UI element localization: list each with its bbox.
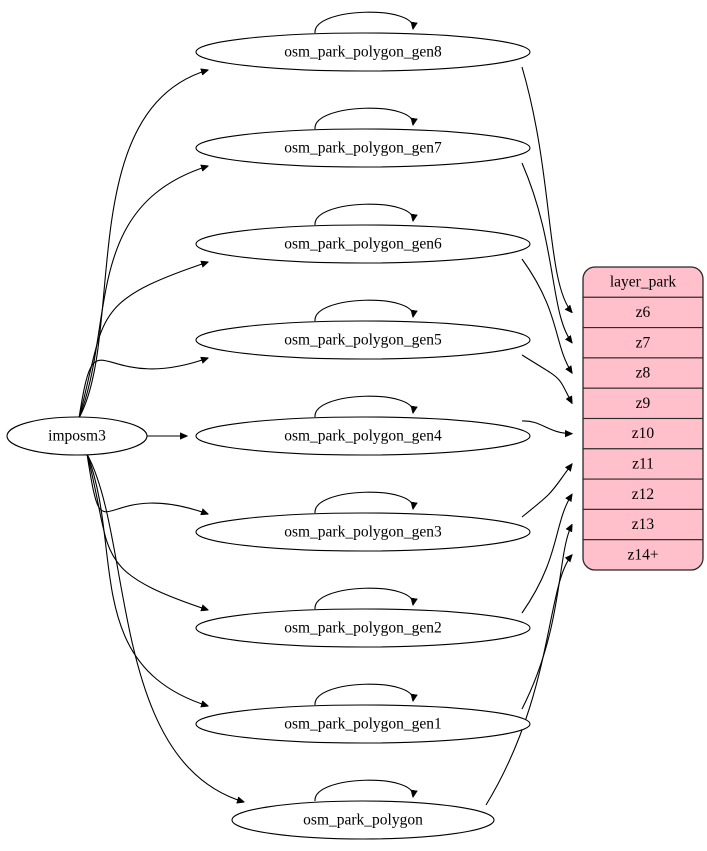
table-row-cell-z13[interactable] [583,508,703,541]
edges-to-layer-park [485,66,572,806]
node-gen8-label: osm_park_polygon_gen8 [284,44,442,61]
self-loop-gen3 [314,491,413,514]
node-gen3-shape [195,512,531,552]
edge-gen3-to-z11 [521,464,572,518]
table-row-cell-z14+[interactable] [583,539,703,570]
zoom-level-label: z9 [636,395,651,412]
node-gen5[interactable]: osm_park_polygon_gen5 [195,320,531,360]
node-gen2-label: osm_park_polygon_gen2 [284,620,442,637]
layer-park-table: layer_park z6 z7 z8 z9 z10 z11 z12 z13 z14+ [582,266,704,571]
node-gen1-shape [195,704,531,744]
node-gen4-label: osm_park_polygon_gen4 [284,428,442,445]
edge-imposm3-to-gen3 [86,453,208,514]
node-gen5-label: osm_park_polygon_gen5 [284,332,442,349]
table-row-cell-z10[interactable] [583,417,703,450]
node-gen2-shape [195,608,531,648]
node-base-label: osm_park_polygon [303,812,423,829]
edge-imposm3-to-gen8 [78,70,208,419]
node-imposm3-shape [6,416,148,456]
edge-imposm3-to-gen1 [86,453,208,706]
node-imposm3-label: imposm3 [48,428,106,445]
node-gen7-shape [195,128,531,168]
node-gen7[interactable]: osm_park_polygon_gen7 [195,128,531,168]
node-gen8-shape [195,32,531,72]
table-outline [582,266,704,571]
zoom-level-label: z12 [632,486,654,503]
zoom-level-label: z11 [632,456,654,473]
edge-gen6-to-z8 [521,258,572,373]
table-row-cell-z12[interactable] [583,478,703,510]
node-gen6-shape [195,224,531,264]
table-title: layer_park [610,274,677,291]
self-loop-gen4 [314,395,413,418]
edge-base-to-z14+ [485,555,572,806]
zoom-level-label: z6 [636,304,651,321]
edge-gen8-to-z6 [521,66,572,312]
edge-imposm3-to-gen6 [78,262,208,419]
zoom-level-label: z13 [632,516,655,533]
edge-gen5-to-z9 [521,354,572,403]
layer-park-rows: layer_park z6 z7 z8 z9 z10 z11 z12 z13 z14+ [583,267,703,570]
node-gen6[interactable]: osm_park_polygon_gen6 [195,224,531,264]
node-gen1[interactable]: osm_park_polygon_gen1 [195,704,531,744]
node-gen4[interactable]: osm_park_polygon_gen4 [195,416,531,456]
node-gen7-label: osm_park_polygon_gen7 [284,140,442,157]
node-gen3[interactable]: osm_park_polygon_gen3 [195,512,531,552]
self-loop-gen1 [314,683,413,706]
zoom-level-label: z8 [636,365,651,382]
self-loop-gen5 [314,299,413,322]
edge-imposm3-to-base [86,453,244,802]
node-base[interactable]: osm_park_polygon [231,800,495,840]
node-imposm3[interactable]: imposm3 [6,416,148,456]
node-gen6-label: osm_park_polygon_gen6 [284,236,442,253]
self-loop-base [314,779,413,802]
self-loop-gen7 [314,107,413,130]
node-gen4-shape [195,416,531,456]
edge-gen2-to-z12 [521,494,572,614]
node-base-shape [231,800,495,840]
edge-gen7-to-z7 [521,162,572,343]
self-loop-gen2 [314,587,413,610]
edges-from-imposm3 [78,70,244,802]
edge-gen4-to-z10 [521,420,572,434]
node-gen3-label: osm_park_polygon_gen3 [284,524,442,541]
self-loop-edges [314,11,413,802]
zoom-level-label: z10 [632,425,655,442]
edge-imposm3-to-gen2 [86,453,208,610]
node-gen1-label: osm_park_polygon_gen1 [284,716,442,733]
zoom-level-label: z14+ [627,546,658,563]
node-gen2[interactable]: osm_park_polygon_gen2 [195,608,531,648]
edge-gen1-to-z13 [521,525,572,710]
table-row-cell-z9[interactable] [583,387,703,420]
edge-imposm3-to-gen5 [78,358,208,419]
table-row-cell-z11[interactable] [583,448,703,480]
table-row-cell-z7[interactable] [583,327,703,359]
node-layer: imposm3 osm_park_polygon_gen8 osm_park_pol… [6,32,531,840]
edge-imposm3-to-gen7 [78,166,208,419]
self-loop-gen8 [314,11,413,34]
self-loop-gen6 [314,203,413,226]
zoom-level-label: z7 [636,334,651,351]
node-gen8[interactable]: osm_park_polygon_gen8 [195,32,531,72]
node-gen5-shape [195,320,531,360]
